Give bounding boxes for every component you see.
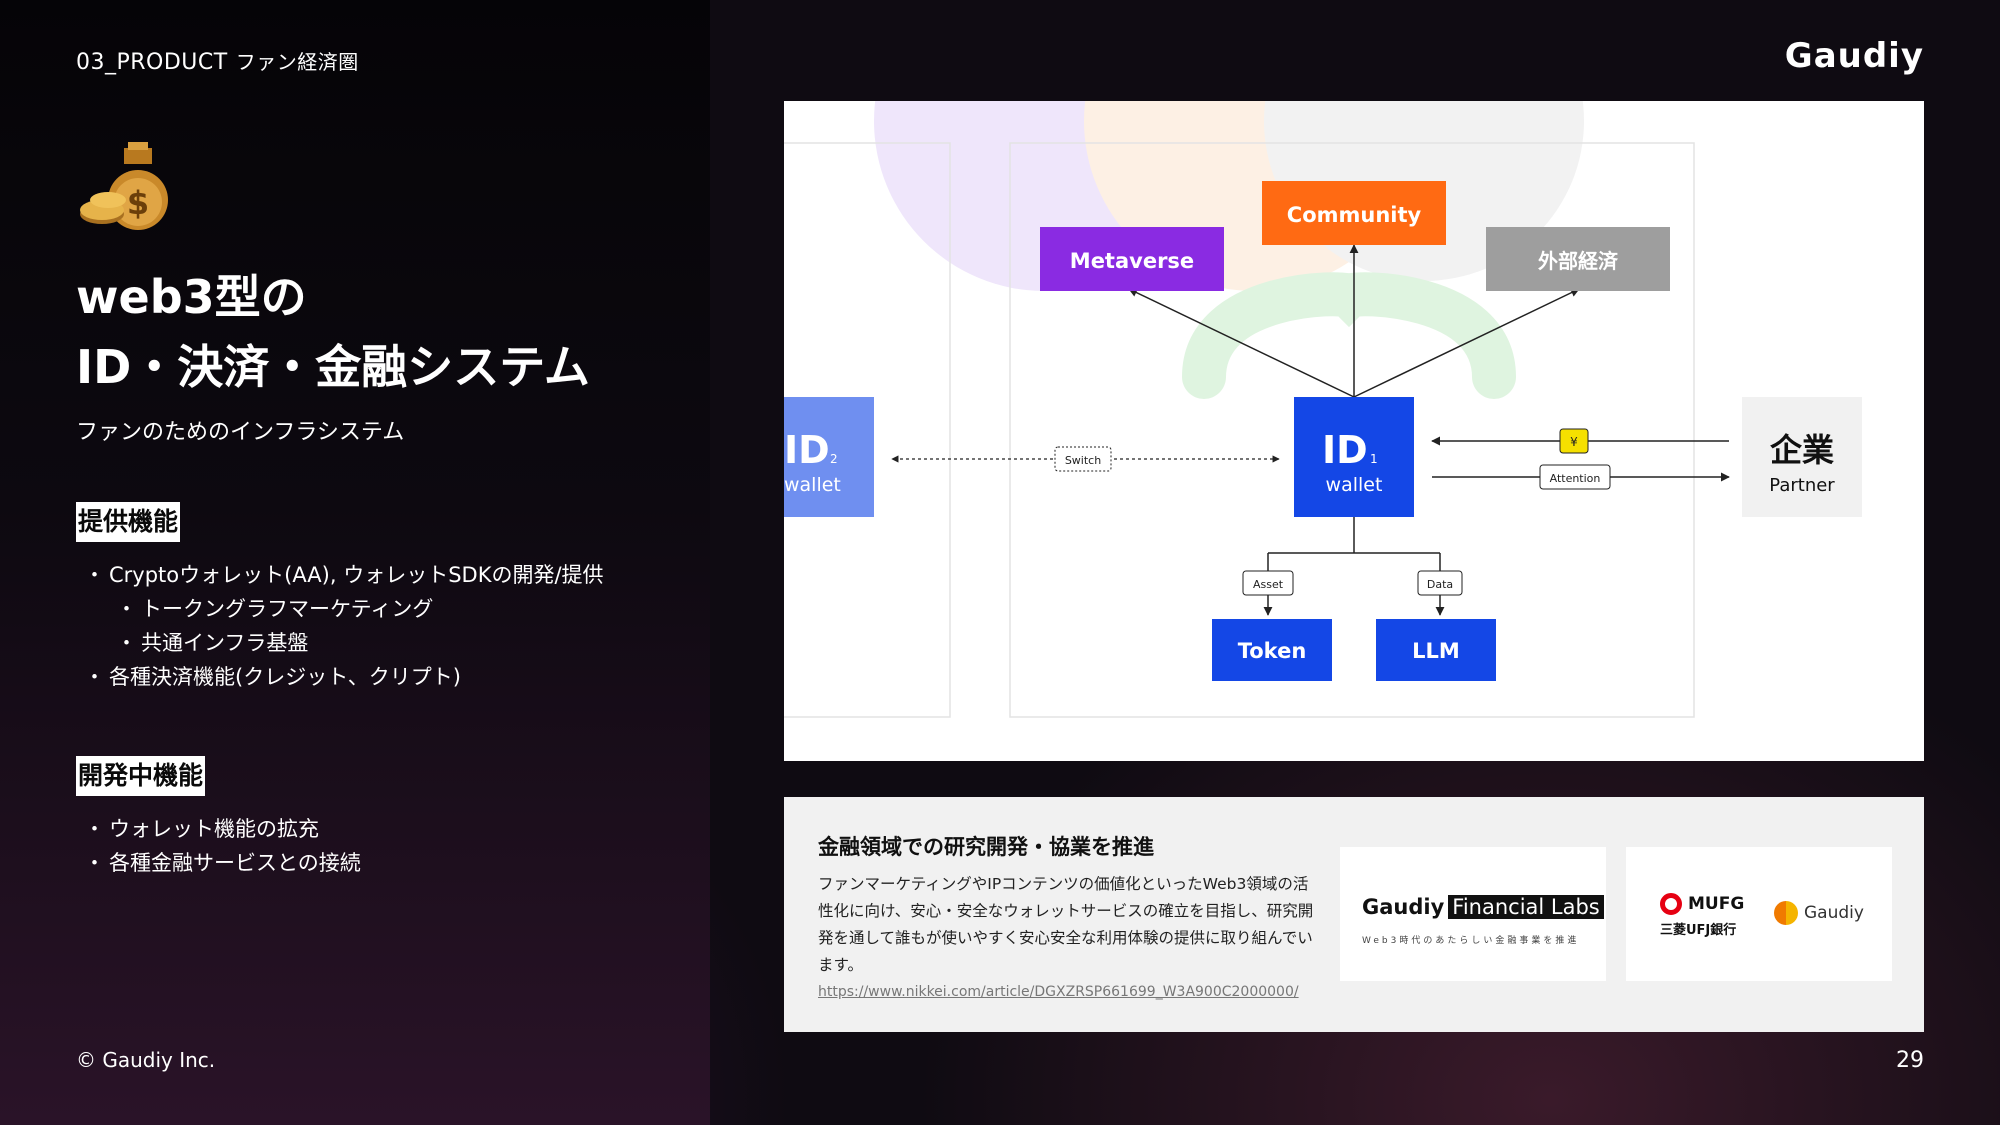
switch-badge xyxy=(1054,446,1112,472)
id1-wallet-label: wallet xyxy=(1326,474,1383,496)
nikkei-link[interactable]: https://www.nikkei.com/article/DGXZRSP66… xyxy=(818,984,1299,1000)
page-title: web3型の ID・決済・金融システム xyxy=(76,262,590,402)
external-economy-label: 外部経済 xyxy=(1538,249,1619,273)
list-item: 各種金融サービスとの接続 xyxy=(84,846,361,880)
list-item: ウォレット機能の拡充 xyxy=(84,812,361,846)
diagram-svg: Community Metaverse 外部経済 ID 2 wallet Swi… xyxy=(784,101,1862,718)
llm-box xyxy=(1376,619,1496,681)
mufg-bank-label: 三菱UFJ銀行 xyxy=(1660,923,1737,938)
metaverse-label: Metaverse xyxy=(1070,249,1194,273)
partner-en-label: Partner xyxy=(1769,475,1835,496)
ecosystem-diagram: Community Metaverse 外部経済 ID 2 wallet Swi… xyxy=(784,101,1924,761)
gaudiy-small-label: Gaudiy xyxy=(1804,903,1864,923)
copyright: © Gaudiy Inc. xyxy=(76,1048,216,1072)
page-subtitle: ファンのためのインフラシステム xyxy=(76,420,405,445)
provided-features-list: Cryptoウォレット(AA), ウォレットSDKの開発/提供 トークングラフマ… xyxy=(84,558,604,694)
partner-box xyxy=(1742,397,1862,517)
gaudiy-logo: Gaudiy xyxy=(1784,36,1924,76)
list-item: Cryptoウォレット(AA), ウォレットSDKの開発/提供 xyxy=(84,558,604,592)
gaudiy-mark-icon xyxy=(1774,901,1798,925)
gfl-tagline: Web3時代のあたらしい金融事業を推進 xyxy=(1362,936,1580,946)
attention-label: Attention xyxy=(1550,472,1601,485)
external-economy-box xyxy=(1486,227,1670,291)
in-development-list: ウォレット機能の拡充 各種金融サービスとの接続 xyxy=(84,812,361,880)
line-metaverse xyxy=(1128,288,1355,398)
mufg-logo: MUFG 三菱UFJ銀行 xyxy=(1660,893,1744,938)
line-external xyxy=(1353,288,1580,398)
yen-badge xyxy=(1559,428,1589,454)
left-frame xyxy=(784,142,951,718)
id2-label: ID xyxy=(784,428,830,472)
provided-features-tag: 提供機能 xyxy=(76,502,181,542)
llm-label: LLM xyxy=(1412,639,1460,663)
switch-label: Switch xyxy=(1065,454,1101,467)
money-bag-icon: $ xyxy=(80,142,168,230)
data-badge xyxy=(1417,570,1463,596)
id2-wallet-label: wallet xyxy=(784,474,841,496)
list-item: トークングラフマーケティング xyxy=(84,592,604,626)
partner-logos: MUFG 三菱UFJ銀行 Gaudiy xyxy=(1626,847,1892,981)
asset-badge xyxy=(1242,570,1294,596)
gfl-highlight: Financial Labs xyxy=(1448,895,1604,919)
yen-label: ¥ xyxy=(1570,435,1578,449)
community-box xyxy=(1262,181,1446,245)
svg-text:$: $ xyxy=(127,184,149,222)
id2-wallet-box xyxy=(784,397,874,517)
id1-wallet-box xyxy=(1294,397,1414,517)
gfl-brand: Gaudiy xyxy=(1362,895,1445,919)
list-item: 共通インフラ基盤 xyxy=(84,626,604,660)
page-number: 29 xyxy=(1896,1048,1924,1073)
gaudiy-small-logo: Gaudiy xyxy=(1774,901,1864,925)
bg-arc-green xyxy=(1182,272,1516,399)
token-label: Token xyxy=(1238,639,1307,663)
list-item: 各種決済機能(クレジット、クリプト) xyxy=(84,660,604,694)
title-line-1: web3型の xyxy=(76,270,307,324)
id1-sub: 1 xyxy=(1370,452,1378,466)
mufg-label: MUFG xyxy=(1688,894,1745,914)
id2-sub: 2 xyxy=(830,452,838,466)
section-label: 03_PRODUCT ファン経済圏 xyxy=(76,46,359,75)
main-frame xyxy=(1009,142,1695,718)
section-code: 03_PRODUCT xyxy=(76,50,228,75)
mufg-ring-icon xyxy=(1660,893,1682,915)
in-development-tag: 開発中機能 xyxy=(76,756,206,796)
title-line-2: ID・決済・金融システム xyxy=(76,340,590,394)
research-title: 金融領域での研究開発・協業を推進 xyxy=(818,835,1154,859)
asset-label: Asset xyxy=(1253,578,1284,591)
token-box xyxy=(1212,619,1332,681)
attention-badge xyxy=(1539,464,1611,490)
research-card: 金融領域での研究開発・協業を推進 ファンマーケティングやIPコンテンツの価値化と… xyxy=(784,797,1924,1032)
community-label: Community xyxy=(1287,203,1422,227)
data-label: Data xyxy=(1427,578,1453,591)
id1-label: ID xyxy=(1322,428,1368,472)
section-sub: ファン経済圏 xyxy=(235,50,359,74)
partner-jp-label: 企業 xyxy=(1770,431,1834,469)
research-body: ファンマーケティングやIPコンテンツの価値化といったWeb3領域の活性化に向け、… xyxy=(818,875,1314,974)
metaverse-box xyxy=(1040,227,1224,291)
